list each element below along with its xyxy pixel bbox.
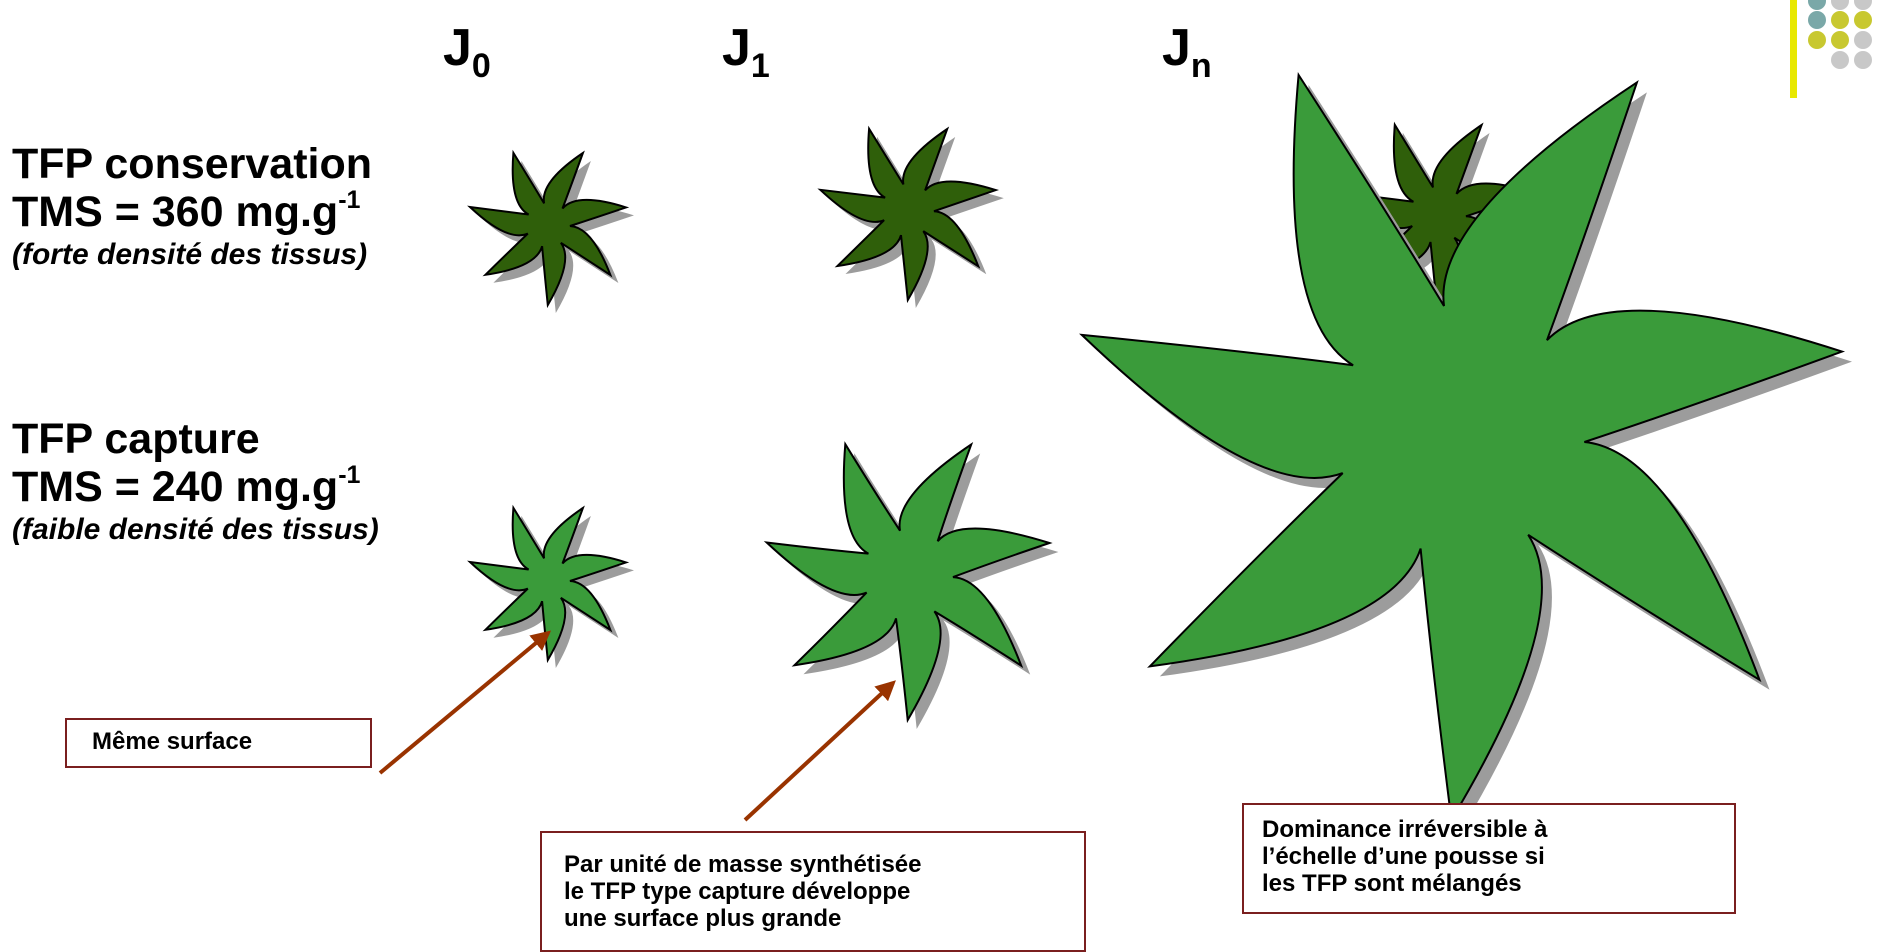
- callout-per-mass-line2: le TFP type capture développe: [564, 879, 1062, 906]
- arrow-per-mass: [745, 683, 893, 820]
- callout-same-surface-text: Même surface: [92, 729, 345, 756]
- callout-dominance-line1: Dominance irréversible à: [1262, 817, 1716, 844]
- callout-same-surface: Même surface: [65, 718, 372, 768]
- leaf-conservation-j1: [820, 129, 996, 300]
- arrow-same-surface: [380, 633, 548, 773]
- leaf-conservation-j0: [470, 153, 626, 305]
- callout-dominance-line3: les TFP sont mélangés: [1262, 871, 1716, 898]
- leaf-capture-j1: [767, 444, 1050, 720]
- leaf-capture-j0: [470, 508, 626, 660]
- callout-dominance-line2: l’échelle d’une pousse si: [1262, 844, 1716, 871]
- callout-per-mass: Par unité de masse synthétisée le TFP ty…: [540, 831, 1086, 952]
- callout-dominance: Dominance irréversible à l’échelle d’une…: [1242, 803, 1736, 914]
- callout-per-mass-line3: une surface plus grande: [564, 906, 1062, 933]
- callout-per-mass-line1: Par unité de masse synthétisée: [564, 852, 1062, 879]
